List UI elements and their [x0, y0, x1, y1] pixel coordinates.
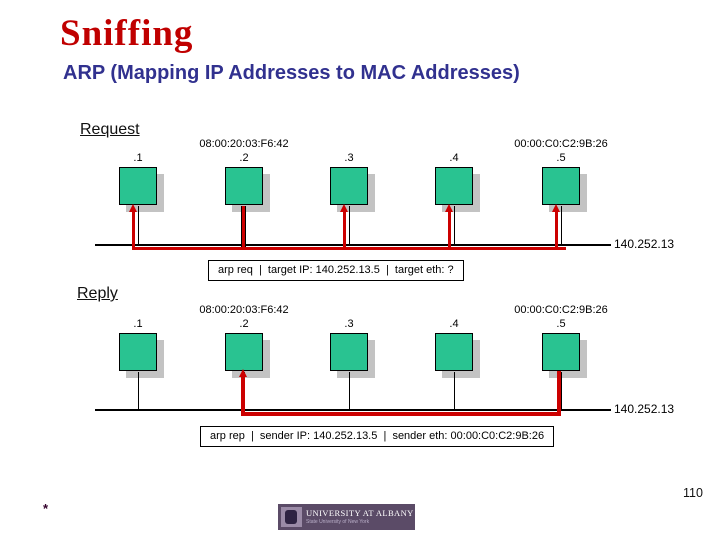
reply-path-up-host2 [241, 377, 245, 412]
host-label: .4 [449, 318, 459, 330]
reply-mac-host2: 08:00:20:03:F6:42 [199, 304, 289, 316]
request-broadcast-line [132, 247, 566, 250]
request-drop-wire-4 [454, 206, 455, 245]
host-label: .5 [556, 152, 566, 164]
host-box [542, 167, 580, 205]
reply-host-3: .3 [330, 318, 375, 378]
request-arrow-line-1 [132, 212, 135, 248]
request-segment-label: 140.252.13 [614, 237, 675, 251]
request-message-box: arp req | target IP: 140.252.13.5 | targ… [208, 260, 464, 281]
host-label: .3 [344, 152, 354, 164]
request-host-5: .5 [542, 152, 587, 212]
slide-subtitle: ARP (Mapping IP Addresses to MAC Address… [63, 62, 520, 84]
host-box [330, 333, 368, 371]
request-arrow-icon-3 [340, 204, 348, 212]
request-section-label: Request [80, 121, 140, 138]
host-box [119, 333, 157, 371]
request-host-2: .2 [225, 152, 270, 212]
reply-mac-host5: 00:00:C0:C2:9B:26 [514, 304, 608, 316]
host-box [225, 333, 263, 371]
request-sender-line-host2 [241, 206, 246, 249]
host-box [542, 333, 580, 371]
request-drop-wire-1 [138, 206, 139, 245]
host-box [435, 333, 473, 371]
host-label: .3 [344, 318, 354, 330]
reply-section-label: Reply [77, 285, 118, 302]
footnote-marker: * [43, 501, 49, 516]
request-mac-host5: 00:00:C0:C2:9B:26 [514, 138, 608, 150]
request-arrow-icon-4 [445, 204, 453, 212]
host-box [225, 167, 263, 205]
request-drop-wire-3 [349, 206, 350, 245]
host-label: .4 [449, 152, 459, 164]
reply-drop-wire-3 [349, 372, 350, 410]
host-box [119, 167, 157, 205]
host-label: .5 [556, 318, 566, 330]
university-logo: UNIVERSITY AT ALBANY State University of… [278, 504, 415, 530]
reply-drop-wire-5 [561, 372, 562, 410]
albany-emblem-icon [285, 510, 297, 524]
request-drop-wire-5 [561, 206, 562, 245]
host-label: .1 [133, 318, 143, 330]
host-label: .2 [239, 318, 249, 330]
reply-host-1: .1 [119, 318, 164, 378]
logo-subtitle: State University of New York [306, 519, 370, 525]
request-arrow-icon-1 [129, 204, 137, 212]
reply-bus-line [95, 409, 611, 411]
reply-host-5: .5 [542, 318, 587, 378]
reply-host-2: .2 [225, 318, 270, 378]
reply-path-horizontal [241, 412, 561, 416]
university-seal-icon [281, 507, 302, 527]
reply-drop-wire-4 [454, 372, 455, 410]
request-host-3: .3 [330, 152, 375, 212]
host-label: .2 [239, 152, 249, 164]
request-arrow-line-5 [555, 212, 558, 248]
request-host-1: .1 [119, 152, 164, 212]
host-box [330, 167, 368, 205]
reply-arrow-icon [239, 369, 247, 377]
request-host-4: .4 [435, 152, 480, 212]
page-number: 110 [683, 486, 703, 500]
reply-segment-label: 140.252.13 [614, 402, 675, 416]
request-arrow-line-3 [343, 212, 346, 248]
slide-title: Sniffing [60, 13, 194, 54]
request-bus-line [95, 244, 611, 246]
logo-title: UNIVERSITY AT ALBANY [306, 508, 414, 518]
reply-host-4: .4 [435, 318, 480, 378]
host-box [435, 167, 473, 205]
reply-path-down-host5 [557, 371, 561, 416]
request-arrow-icon-5 [552, 204, 560, 212]
reply-message-box: arp rep | sender IP: 140.252.13.5 | send… [200, 426, 555, 447]
host-label: .1 [133, 152, 143, 164]
request-mac-host2: 08:00:20:03:F6:42 [199, 138, 289, 150]
reply-drop-wire-1 [138, 372, 139, 410]
request-arrow-line-4 [448, 212, 451, 248]
